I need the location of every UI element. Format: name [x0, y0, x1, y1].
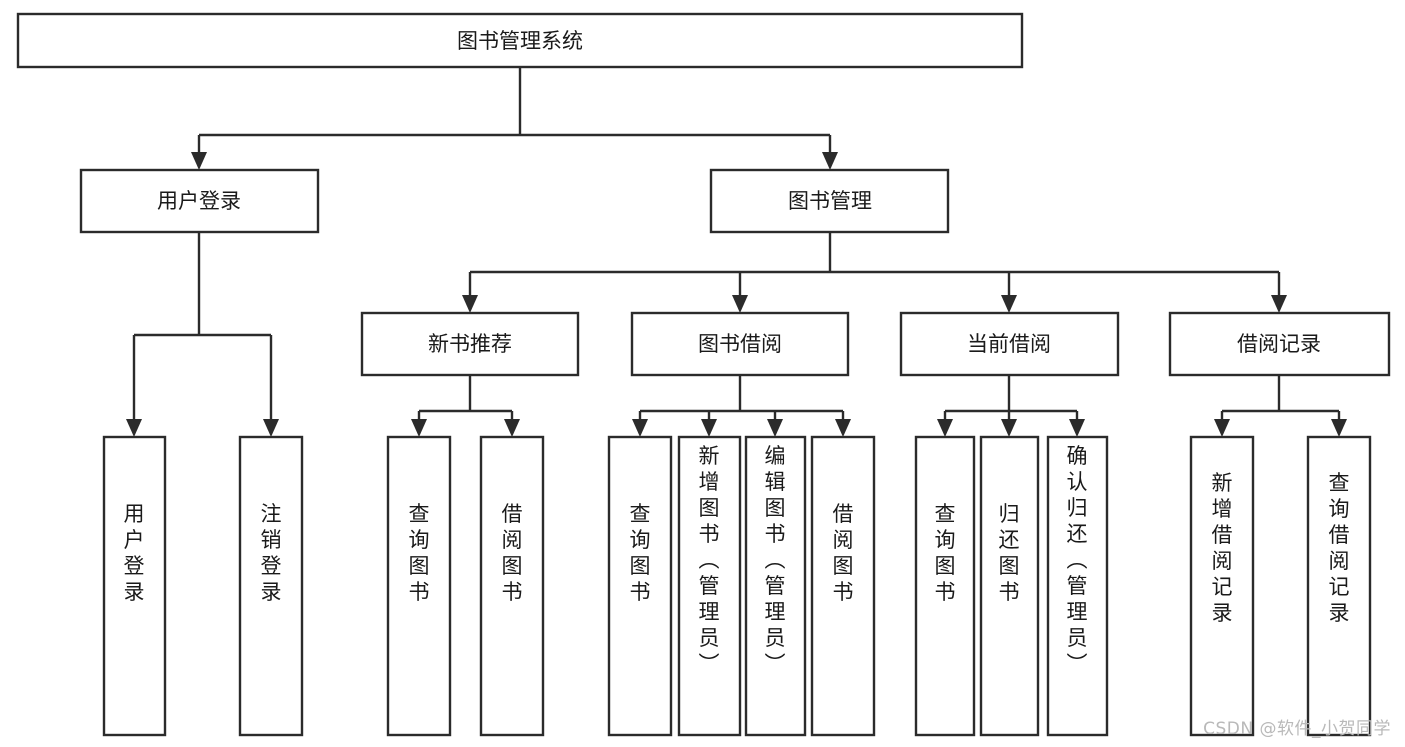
- node-current-borrow-label: 当前借阅: [967, 332, 1051, 356]
- node-leaf-add-book-admin[interactable]: 新增图书︵管理员︶: [677, 435, 742, 737]
- node-leaf-user-login[interactable]: 用户登录: [102, 435, 167, 737]
- node-leaf-query-book-borrow-label: 查询图书: [630, 502, 651, 604]
- arrow-head-borrow-record: [1271, 295, 1287, 313]
- node-leaf-query-book-recommend-label: 查询图书: [409, 502, 430, 604]
- arrow-head-book-management: [822, 152, 838, 170]
- node-leaf-return-book-box[interactable]: [979, 435, 1040, 737]
- arrow-head-leaf-confirm-return-admin: [1069, 419, 1085, 437]
- node-user-login[interactable]: 用户登录: [79, 168, 320, 234]
- node-leaf-confirm-return-admin-box[interactable]: [1046, 435, 1109, 737]
- node-new-book-recommend-box[interactable]: [360, 311, 580, 377]
- node-book-borrow-box[interactable]: [630, 311, 850, 377]
- arrow-head-leaf-borrow-book: [835, 419, 851, 437]
- node-leaf-logout[interactable]: 注销登录: [238, 435, 304, 737]
- node-root-label: 图书管理系统: [457, 29, 583, 53]
- node-root[interactable]: 图书管理系统: [16, 12, 1024, 69]
- node-leaf-logout-label: 注销登录: [261, 502, 282, 604]
- node-book-borrow[interactable]: 图书借阅: [630, 311, 850, 377]
- arrow-head-leaf-user-login: [126, 419, 142, 437]
- node-leaf-query-book-borrow-box[interactable]: [607, 435, 673, 737]
- node-leaf-query-book-current[interactable]: 查询图书: [914, 435, 976, 737]
- node-leaf-query-borrow-record-box[interactable]: [1306, 435, 1372, 737]
- arrow-head-user-login: [191, 152, 207, 170]
- node-borrow-record-label: 借阅记录: [1237, 332, 1321, 356]
- node-leaf-query-borrow-record-label: 查询借阅记录: [1329, 471, 1350, 625]
- node-leaf-confirm-return-admin-label: 确认归还︵管理员︶: [1067, 444, 1088, 676]
- node-leaf-borrow-book-label: 借阅图书: [833, 502, 854, 604]
- node-book-borrow-label: 图书借阅: [698, 332, 782, 356]
- node-book-management-box[interactable]: [709, 168, 950, 234]
- node-leaf-add-book-admin-label: 新增图书︵管理员︶: [699, 444, 720, 676]
- node-leaf-borrow-book-box[interactable]: [810, 435, 876, 737]
- node-leaf-return-book-label: 归还图书: [999, 502, 1020, 604]
- node-user-login-box[interactable]: [79, 168, 320, 234]
- node-leaf-query-book-recommend[interactable]: 查询图书: [386, 435, 452, 737]
- node-leaf-borrow-book[interactable]: 借阅图书: [810, 435, 876, 737]
- node-leaf-add-borrow-record[interactable]: 新增借阅记录: [1189, 435, 1255, 737]
- node-new-book-recommend[interactable]: 新书推荐: [360, 311, 580, 377]
- arrow-head-leaf-edit-book-admin: [767, 419, 783, 437]
- node-leaf-add-borrow-record-label: 新增借阅记录: [1212, 471, 1233, 625]
- node-leaf-borrow-book-recommend-box[interactable]: [479, 435, 545, 737]
- node-borrow-record[interactable]: 借阅记录: [1168, 311, 1391, 377]
- node-new-book-recommend-label: 新书推荐: [428, 332, 512, 356]
- node-leaf-logout-box[interactable]: [238, 435, 304, 737]
- node-leaf-add-borrow-record-box[interactable]: [1189, 435, 1255, 737]
- node-root-box[interactable]: [16, 12, 1024, 69]
- node-leaf-edit-book-admin-label: 编辑图书︵管理员︶: [765, 444, 786, 676]
- arrow-head-leaf-query-book-borrow: [632, 419, 648, 437]
- node-borrow-record-box[interactable]: [1168, 311, 1391, 377]
- arrow-head-leaf-query-borrow-record: [1331, 419, 1347, 437]
- arrow-head-leaf-query-book-recommend: [411, 419, 427, 437]
- connector-group: [126, 67, 1347, 437]
- node-leaf-edit-book-admin[interactable]: 编辑图书︵管理员︶: [744, 435, 807, 737]
- arrow-head-leaf-query-book-current: [937, 419, 953, 437]
- arrow-head-leaf-add-book-admin: [701, 419, 717, 437]
- node-leaf-borrow-book-recommend[interactable]: 借阅图书: [479, 435, 545, 737]
- node-leaf-confirm-return-admin[interactable]: 确认归还︵管理员︶: [1046, 435, 1109, 737]
- node-current-borrow[interactable]: 当前借阅: [899, 311, 1120, 377]
- node-leaf-query-book-current-box[interactable]: [914, 435, 976, 737]
- node-book-management[interactable]: 图书管理: [709, 168, 950, 234]
- node-leaf-add-book-admin-box[interactable]: [677, 435, 742, 737]
- arrow-head-book-borrow: [732, 295, 748, 313]
- arrow-head-leaf-borrow-book-recommend: [504, 419, 520, 437]
- arrow-head-new-book-recommend: [462, 295, 478, 313]
- node-leaf-query-book-current-label: 查询图书: [935, 502, 956, 604]
- node-leaf-query-borrow-record[interactable]: 查询借阅记录: [1306, 435, 1372, 737]
- arrow-head-leaf-logout: [263, 419, 279, 437]
- arrow-head-leaf-add-borrow-record: [1214, 419, 1230, 437]
- node-leaf-user-login-box[interactable]: [102, 435, 167, 737]
- node-leaf-query-book-borrow[interactable]: 查询图书: [607, 435, 673, 737]
- node-user-login-label: 用户登录: [157, 189, 241, 213]
- node-leaf-query-book-recommend-box[interactable]: [386, 435, 452, 737]
- node-current-borrow-box[interactable]: [899, 311, 1120, 377]
- arrow-head-current-borrow: [1001, 295, 1017, 313]
- node-book-management-label: 图书管理: [788, 189, 872, 213]
- arrow-head-leaf-return-book: [1001, 419, 1017, 437]
- node-leaf-user-login-label: 用户登录: [124, 502, 145, 604]
- node-leaf-edit-book-admin-box[interactable]: [744, 435, 807, 737]
- node-leaf-return-book[interactable]: 归还图书: [979, 435, 1040, 737]
- node-leaf-borrow-book-recommend-label: 借阅图书: [502, 502, 523, 604]
